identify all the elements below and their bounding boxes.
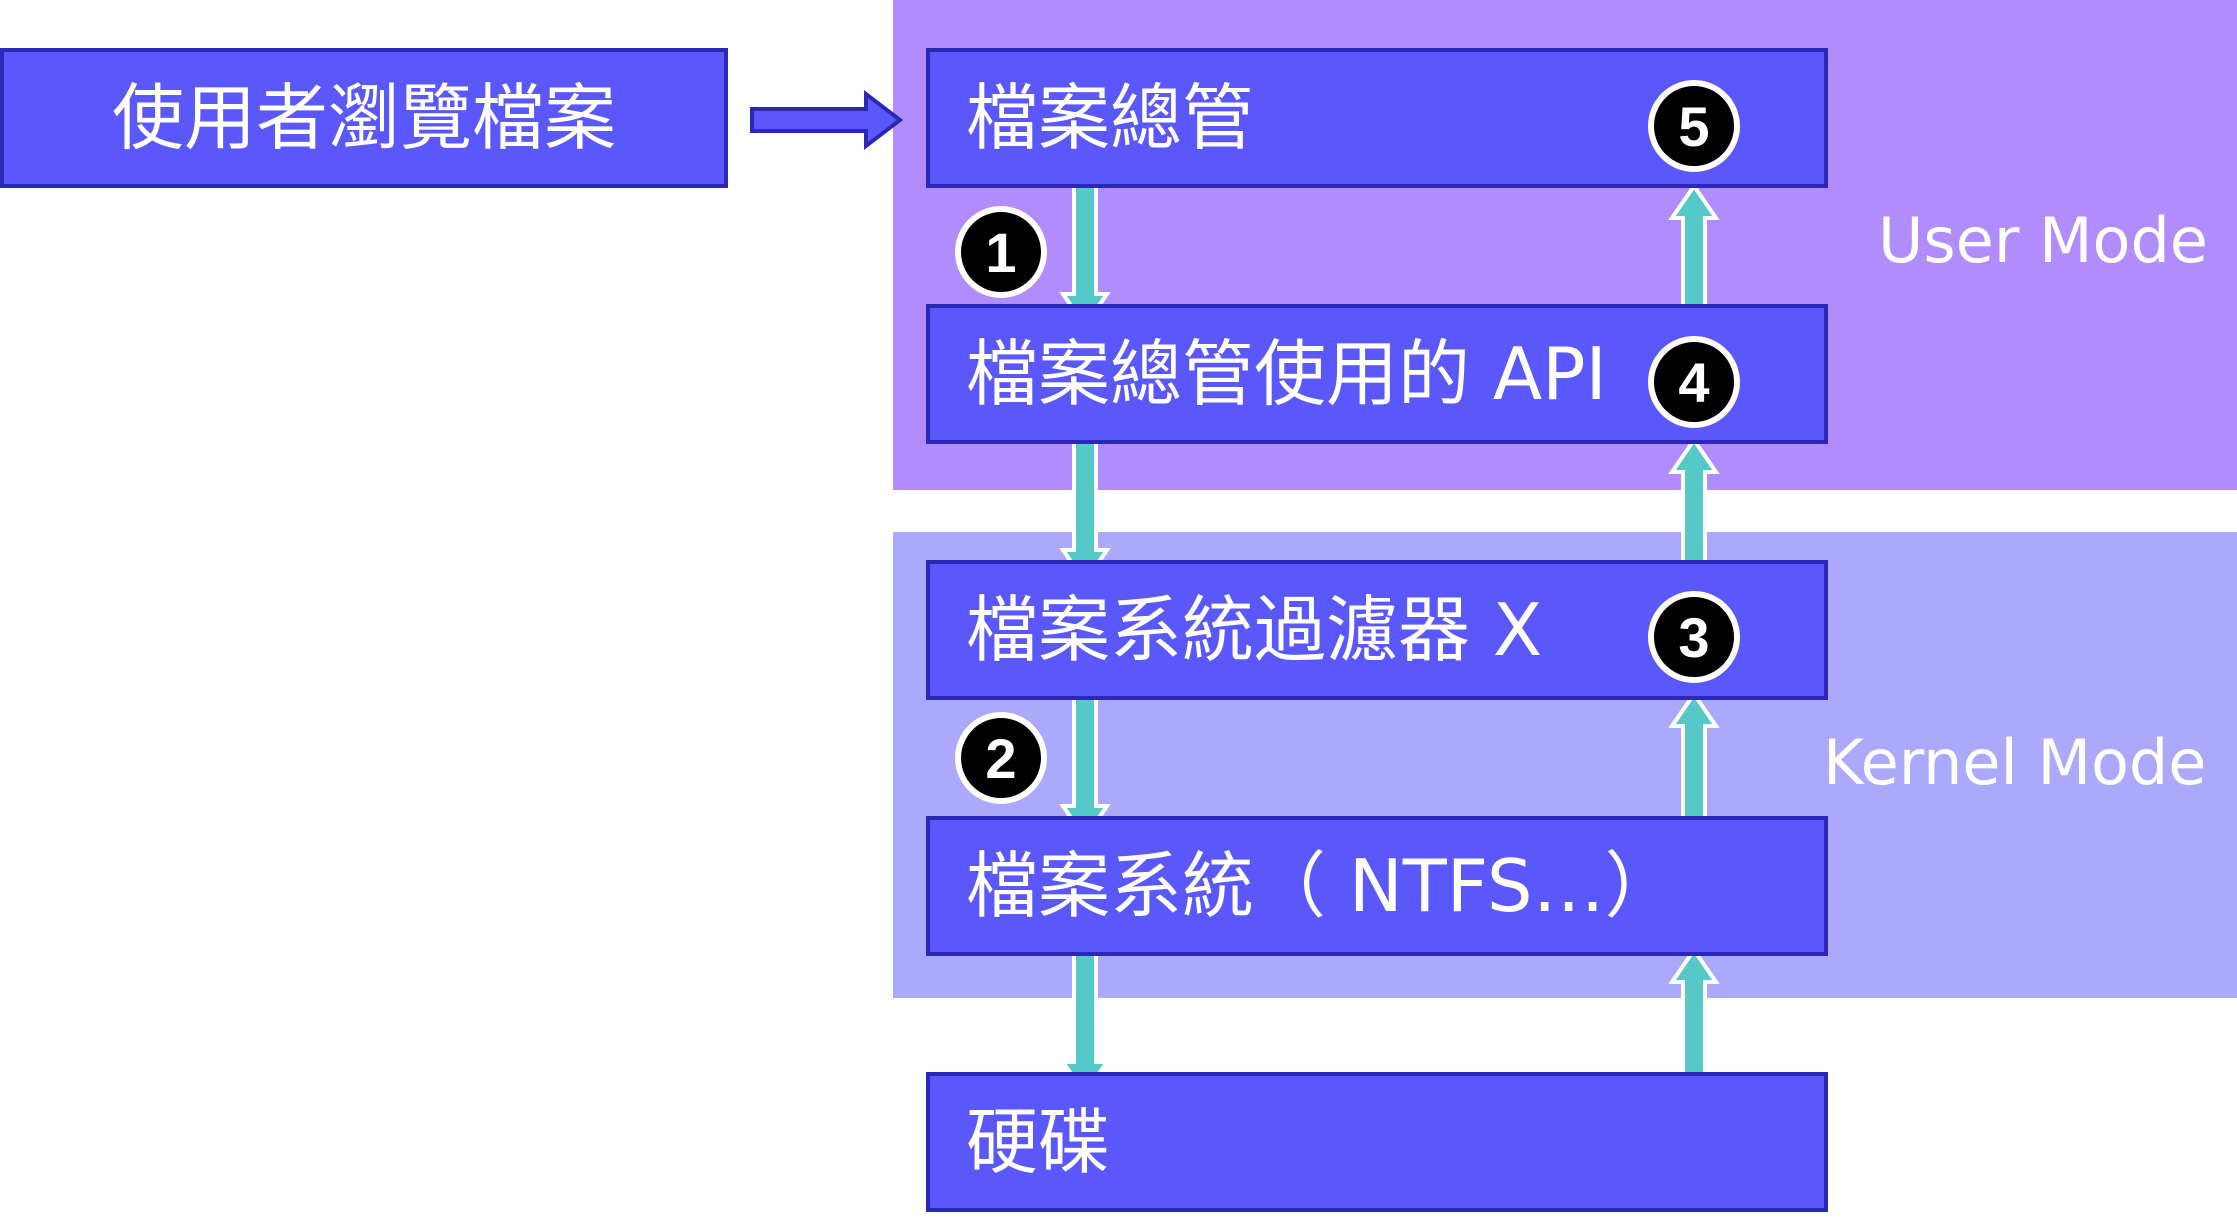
filter-x-label: 檔案系統過濾器 X xyxy=(966,588,1543,672)
file-manager-api-label: 檔案總管使用的 API xyxy=(966,332,1607,416)
disk-box: 硬碟 xyxy=(926,1072,1828,1212)
file-system-label: 檔案系統（ NTFS…） xyxy=(966,844,1677,928)
user-to-file-manager-arrow xyxy=(750,89,904,151)
file-manager-label: 檔案總管 xyxy=(966,76,1255,160)
up-arrow-2 xyxy=(1668,690,1720,838)
user-browse-box: 使用者瀏覽檔案 xyxy=(0,48,728,188)
file-system-box: 檔案系統（ NTFS…） xyxy=(926,816,1828,956)
step-5-badge: 5 xyxy=(1648,80,1740,172)
step-4-badge: 4 xyxy=(1648,336,1740,428)
step-3-badge: 3 xyxy=(1648,591,1740,683)
kernel-mode-label: Kernel Mode xyxy=(1823,726,2207,799)
step-2-badge: 2 xyxy=(955,712,1047,804)
disk-label: 硬碟 xyxy=(966,1100,1111,1184)
user-browse-label: 使用者瀏覽檔案 xyxy=(111,76,616,160)
up-arrow-1 xyxy=(1668,946,1720,1094)
user-mode-label: User Mode xyxy=(1878,204,2208,277)
step-1-badge: 1 xyxy=(955,206,1047,298)
